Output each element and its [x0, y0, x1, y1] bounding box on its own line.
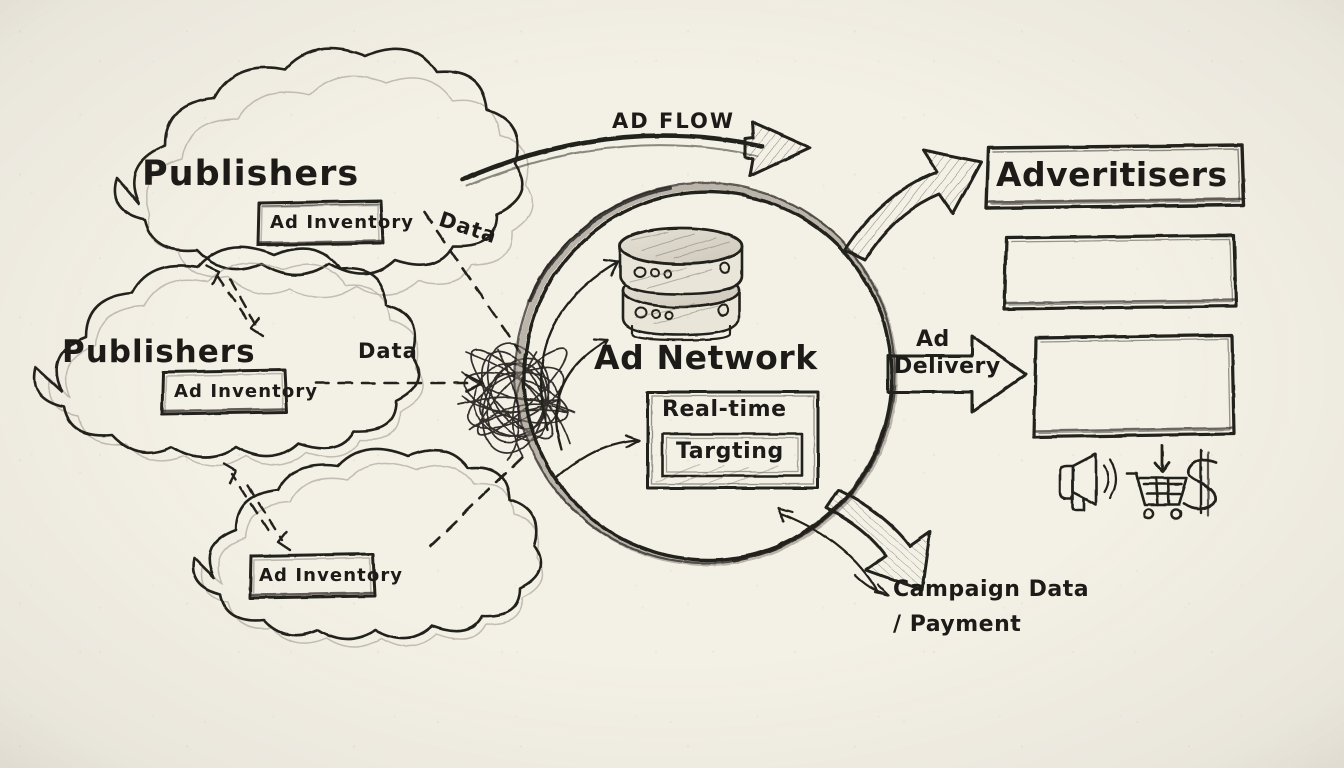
megaphone-icon — [1058, 452, 1118, 512]
cloud2-to-cloud3-arrowhead — [276, 530, 292, 552]
publisher-cloud-2-chip-label: Ad Inventory — [174, 381, 319, 402]
database-stack-icon — [618, 226, 744, 342]
ad-network-title: Ad Network — [594, 338, 818, 377]
knot-to-database-arrow — [540, 258, 620, 432]
cloud3-to-cloud2-arrow — [230, 472, 270, 532]
cloud2-to-cloud3-arrow — [246, 484, 284, 542]
cloud1-to-cloud2-arrow — [214, 272, 248, 320]
campaign-label-arrow — [853, 573, 890, 597]
ad-placement-box-1-shape — [1002, 233, 1238, 311]
cloud2-to-cloud1-arrow — [228, 278, 258, 328]
publisher-cloud-3-shape — [191, 447, 544, 648]
ad-delivery-label-line2: Delivery — [894, 354, 1001, 379]
ad-network-circle-shape — [513, 181, 898, 566]
ad-delivery-block-arrow-up — [843, 148, 983, 262]
ad-inventory-chip-1-shape — [256, 199, 385, 247]
targeting-label: Targting — [676, 439, 784, 464]
knot-to-server-arrow — [555, 337, 610, 452]
ad-flow-label: AD FLOW — [612, 109, 735, 133]
cloud2-to-cloud1-arrowhead — [249, 316, 265, 338]
data-stream-lower — [428, 450, 530, 548]
advertisers-title: Adveritisers — [996, 155, 1228, 194]
publisher-cloud-1-chip-label: Ad Inventory — [270, 212, 415, 233]
ad-delivery-block-arrow-right — [886, 334, 1028, 414]
publisher-cloud-1-title: Publishers — [142, 154, 360, 194]
data-stream-upper — [422, 210, 522, 354]
shopping-cart-icon — [1125, 444, 1189, 520]
dollar-sign-icon — [1182, 448, 1218, 517]
publisher-cloud-2-title: Publishers — [62, 334, 256, 370]
ad-delivery-label-line1: Ad — [916, 327, 950, 352]
realtime-targeting-box-shape — [646, 390, 820, 490]
ad-flow-arrow — [459, 120, 812, 187]
knot-to-targeting-arrow — [554, 433, 642, 480]
publisher-cloud-3-chip-label: Ad Inventory — [259, 565, 404, 586]
cloud3-to-cloud2-arrowhead — [222, 462, 238, 485]
ad-placement-box-2-shape — [1032, 333, 1236, 439]
realtime-label: Real-time — [662, 397, 787, 422]
campaign-data-block-arrow — [824, 488, 932, 592]
cloud1-to-cloud2-arrowhead — [204, 264, 221, 286]
ad-inventory-chip-2-shape — [160, 368, 289, 416]
ad-inventory-chip-3-shape — [248, 552, 377, 600]
data-label-middle: Data — [358, 339, 418, 363]
campaign-data-label-line1: Campaign Data — [893, 577, 1090, 602]
campaign-data-label-line2: / Payment — [893, 612, 1022, 637]
feedback-curve-arrow — [776, 506, 880, 594]
advertisers-title-box-shape — [984, 143, 1246, 210]
publisher-cloud-2-shape — [33, 246, 424, 467]
